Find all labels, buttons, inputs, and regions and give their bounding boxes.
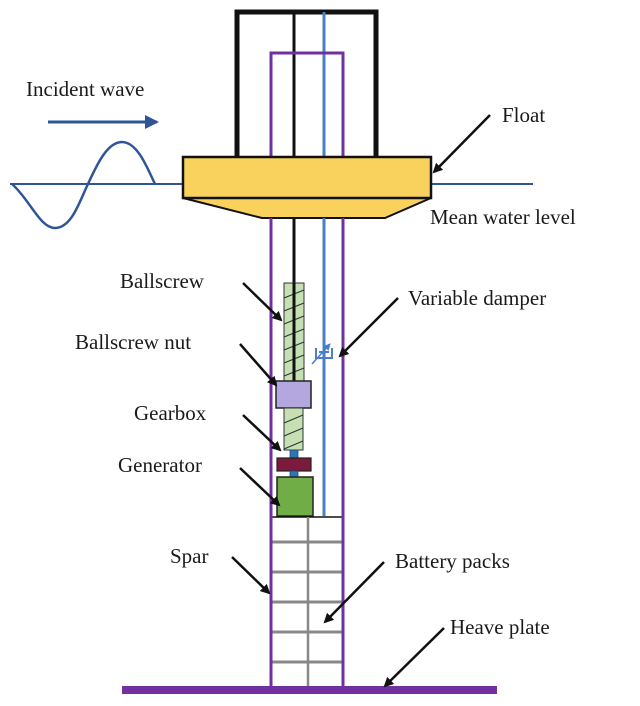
variable-damper-arrow xyxy=(338,297,399,358)
label-heave-plate: Heave plate xyxy=(450,615,550,639)
battery-packs xyxy=(271,516,343,688)
gearbox xyxy=(276,457,312,472)
generator-arrow xyxy=(239,467,281,507)
label-variable-damper: Variable damper xyxy=(408,286,546,310)
label-gearbox: Gearbox xyxy=(134,401,207,425)
wave-curve xyxy=(11,140,157,230)
float-cone xyxy=(182,197,432,219)
shaft-lower xyxy=(289,470,299,478)
heave-plate-arrow xyxy=(383,627,445,688)
label-ballscrew-nut: Ballscrew nut xyxy=(75,330,191,354)
label-ballscrew: Ballscrew xyxy=(120,269,205,293)
label-spar: Spar xyxy=(170,544,209,568)
battery-packs-arrow xyxy=(323,561,385,624)
float-body xyxy=(181,155,433,200)
ballscrew-nut xyxy=(275,380,312,409)
label-float: Float xyxy=(502,103,545,127)
label-incident-wave: Incident wave xyxy=(26,77,144,101)
spar-outline xyxy=(269,51,345,690)
gearbox-arrow xyxy=(242,414,282,452)
label-battery-packs: Battery packs xyxy=(395,549,510,573)
shaft-upper xyxy=(289,449,299,459)
label-mean-water-level: Mean water level xyxy=(430,205,576,229)
ballscrew-arrow xyxy=(242,282,283,322)
generator xyxy=(276,476,314,517)
ballscrew-nut-arrow xyxy=(239,343,278,387)
float-arrow xyxy=(432,114,491,174)
ballscrew xyxy=(283,282,305,382)
heave-plate xyxy=(122,686,497,694)
float-frame xyxy=(234,9,379,160)
spar-arrow xyxy=(231,556,271,595)
variable-damper-symbol xyxy=(311,343,333,365)
label-generator: Generator xyxy=(118,453,202,477)
ballscrew-lower xyxy=(283,407,304,451)
